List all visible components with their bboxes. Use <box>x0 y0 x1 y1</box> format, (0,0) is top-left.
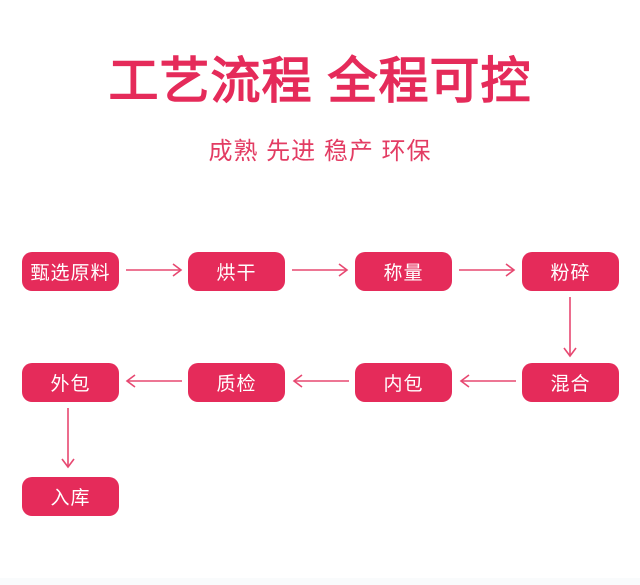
arrow-left-icon <box>459 374 516 388</box>
flow-node-select-materials: 甄选原料 <box>22 252 119 291</box>
page-subtitle: 成熟 先进 稳产 环保 <box>208 138 432 165</box>
arrow-left-icon <box>125 374 182 388</box>
arrow-right-icon <box>459 263 516 277</box>
page-title: 工艺流程 全程可控 <box>108 53 532 109</box>
flow-node-mixing: 混合 <box>522 363 619 402</box>
flow-node-inner-packing: 内包 <box>355 363 452 402</box>
flow-node-outer-packing: 外包 <box>22 363 119 402</box>
footer-strip <box>0 578 640 585</box>
flow-node-drying: 烘干 <box>188 252 285 291</box>
flow-node-crushing: 粉碎 <box>522 252 619 291</box>
arrow-down-icon <box>563 297 577 358</box>
arrow-right-icon <box>126 263 183 277</box>
flow-node-weighing: 称量 <box>355 252 452 291</box>
arrow-right-icon <box>292 263 349 277</box>
flow-node-warehousing: 入库 <box>22 477 119 516</box>
arrow-down-icon <box>61 408 75 469</box>
arrow-left-icon <box>292 374 349 388</box>
flow-node-quality-inspection: 质检 <box>188 363 285 402</box>
